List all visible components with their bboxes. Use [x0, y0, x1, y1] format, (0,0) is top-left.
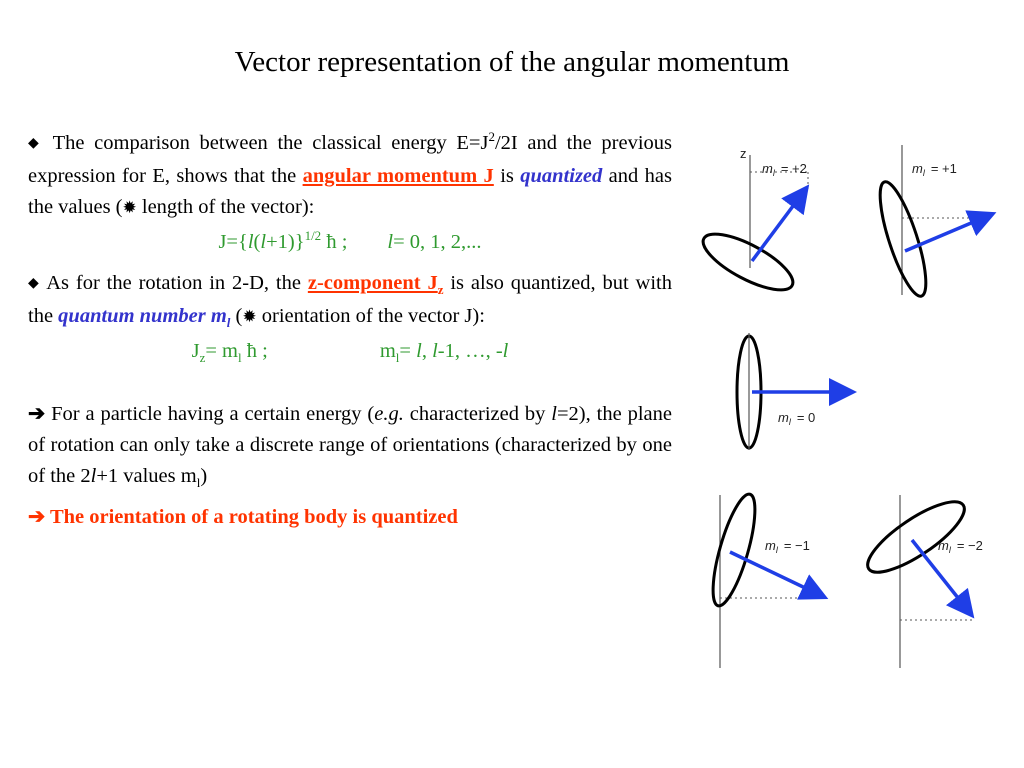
- paragraph-z-component: ◆ As for the rotation in 2-D, the z-comp…: [28, 272, 672, 331]
- rotation-plane-ellipse: [878, 180, 928, 298]
- arrow-right-icon: ➔: [28, 506, 46, 528]
- conclusion: ➔ The orientation of a rotating body is …: [28, 506, 458, 528]
- panel-ml-plus2: z ml= +2: [701, 146, 810, 292]
- bullet-icon: ◆: [28, 136, 44, 151]
- panel-ml-minus1: ml= −1: [711, 492, 829, 668]
- formula-z-component: Jz= ml ħ ;ml= l, l-1, …, -l: [191, 340, 509, 366]
- angular-momentum-arrow: [904, 210, 997, 253]
- ml-label: ml= +2: [762, 161, 807, 178]
- bullet-icon: ◆: [28, 276, 41, 291]
- panel-ml-minus2: ml= −2: [866, 495, 983, 668]
- angular-momentum-arrow: [750, 184, 810, 263]
- angular-momentum-arrow: [729, 550, 829, 600]
- panel-ml-plus1: ml= +1: [878, 145, 997, 298]
- gear-icon: ✹: [242, 307, 257, 326]
- angular-momentum-arrow: [910, 538, 975, 619]
- orientation-diagram: z ml= +2 ml= +1 ml= 0 m: [690, 120, 1024, 680]
- ml-label: ml= −2: [938, 538, 983, 555]
- paragraph-energy: ◆ The comparison between the classical e…: [28, 129, 672, 218]
- ml-label: ml= +1: [912, 161, 957, 178]
- ml-label: ml= −1: [765, 538, 810, 555]
- paragraph-orientations: ➔ For a particle having a certain energy…: [28, 403, 672, 491]
- orientation-diagram-svg: z ml= +2 ml= +1 ml= 0 m: [701, 145, 997, 668]
- rotation-plane-ellipse: [711, 492, 757, 608]
- z-component-term: z-component Jz: [307, 272, 444, 298]
- quantum-number-term: quantum number ml: [58, 305, 231, 331]
- ml-label: ml= 0: [778, 410, 815, 427]
- angular-momentum-term: angular momentum J: [302, 165, 494, 187]
- arrow-right-icon: ➔: [28, 403, 46, 425]
- formula-length: J={l(l+1)}1/2 ħ ;l= 0, 1, 2,...: [218, 228, 482, 253]
- quantized-term: quantized: [520, 165, 603, 187]
- z-axis-label: z: [740, 146, 747, 161]
- gear-icon: ✹: [122, 198, 137, 217]
- page-title: Vector representation of the angular mom…: [234, 46, 790, 78]
- panel-ml-zero: ml= 0: [735, 333, 857, 450]
- text-column: ◆ The comparison between the classical e…: [28, 128, 672, 533]
- rotation-plane-ellipse: [701, 232, 795, 292]
- rotation-plane-ellipse: [866, 500, 966, 574]
